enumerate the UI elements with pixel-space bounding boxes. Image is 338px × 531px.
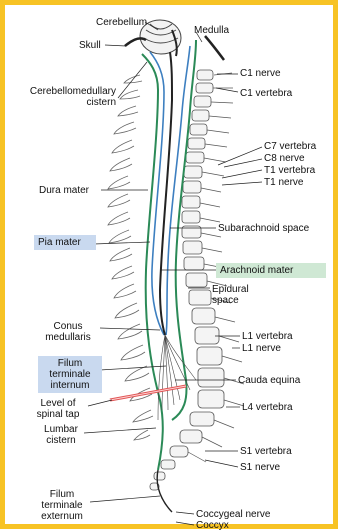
label-level-of-spinal-tap: Level of spinal tap [30, 398, 86, 420]
label-filum-int-line1: Filum [42, 358, 98, 369]
label-subarachnoid-space: Subarachnoid space [218, 223, 309, 234]
label-filum-terminale-internum: Filum terminale internum [38, 356, 102, 393]
label-level-line2: spinal tap [30, 409, 86, 420]
label-conus-medullaris: Conus medullaris [38, 321, 98, 343]
label-filum-ext-line3: externum [34, 511, 90, 522]
label-t1-vertebra: T1 vertebra [264, 165, 315, 176]
spinal-cord [160, 52, 172, 335]
label-skull: Skull [79, 40, 101, 51]
label-cerebellum: Cerebellum [96, 17, 147, 28]
label-t1-nerve: T1 nerve [264, 177, 303, 188]
label-lumbar-line2: cistern [38, 435, 84, 446]
label-dura-mater: Dura mater [39, 185, 89, 196]
label-l1-vertebra: L1 vertebra [242, 331, 293, 342]
label-l1-nerve: L1 nerve [242, 343, 281, 354]
label-arachnoid-mater: Arachnoid mater [216, 263, 326, 278]
label-s1-vertebra: S1 vertebra [240, 446, 292, 457]
label-cerebellomedullary: Cerebellomedullary cistern [12, 86, 116, 108]
label-epidural-line1: Epidural [212, 284, 249, 295]
label-cerebellomedullary-line2: cistern [12, 97, 116, 108]
label-coccyx: Coccyx [196, 520, 229, 531]
label-level-line1: Level of [30, 398, 86, 409]
label-epidural-space: Epidural space [212, 284, 249, 306]
label-cauda-equina: Cauda equina [238, 375, 300, 386]
label-cerebellomedullary-line1: Cerebellomedullary [12, 86, 116, 97]
label-c8-nerve: C8 nerve [264, 153, 305, 164]
label-epidural-line2: space [212, 295, 249, 306]
cauda-equina-fibers [158, 335, 196, 420]
label-filum-int-line2: terminale [42, 369, 98, 380]
label-s1-nerve: S1 nerve [240, 462, 280, 473]
label-filum-terminale-externum: Filum terminale externum [34, 489, 90, 522]
label-filum-ext-line2: terminale [34, 500, 90, 511]
label-c1-nerve: C1 nerve [240, 68, 281, 79]
label-conus-line2: medullaris [38, 332, 98, 343]
label-pia-mater: Pia mater [34, 235, 96, 250]
label-conus-line1: Conus [38, 321, 98, 332]
label-c1-vertebra: C1 vertebra [240, 88, 292, 99]
spinal-tap-needle [110, 386, 186, 400]
label-medulla: Medulla [194, 25, 229, 36]
label-coccygeal-nerve: Coccygeal nerve [196, 509, 270, 520]
label-l4-vertebra: L4 vertebra [242, 402, 293, 413]
label-filum-int-line3: internum [42, 380, 98, 391]
label-lumbar-cistern: Lumbar cistern [38, 424, 84, 446]
label-filum-ext-line1: Filum [34, 489, 90, 500]
label-c7-vertebra: C7 vertebra [264, 141, 316, 152]
label-lumbar-line1: Lumbar [38, 424, 84, 435]
